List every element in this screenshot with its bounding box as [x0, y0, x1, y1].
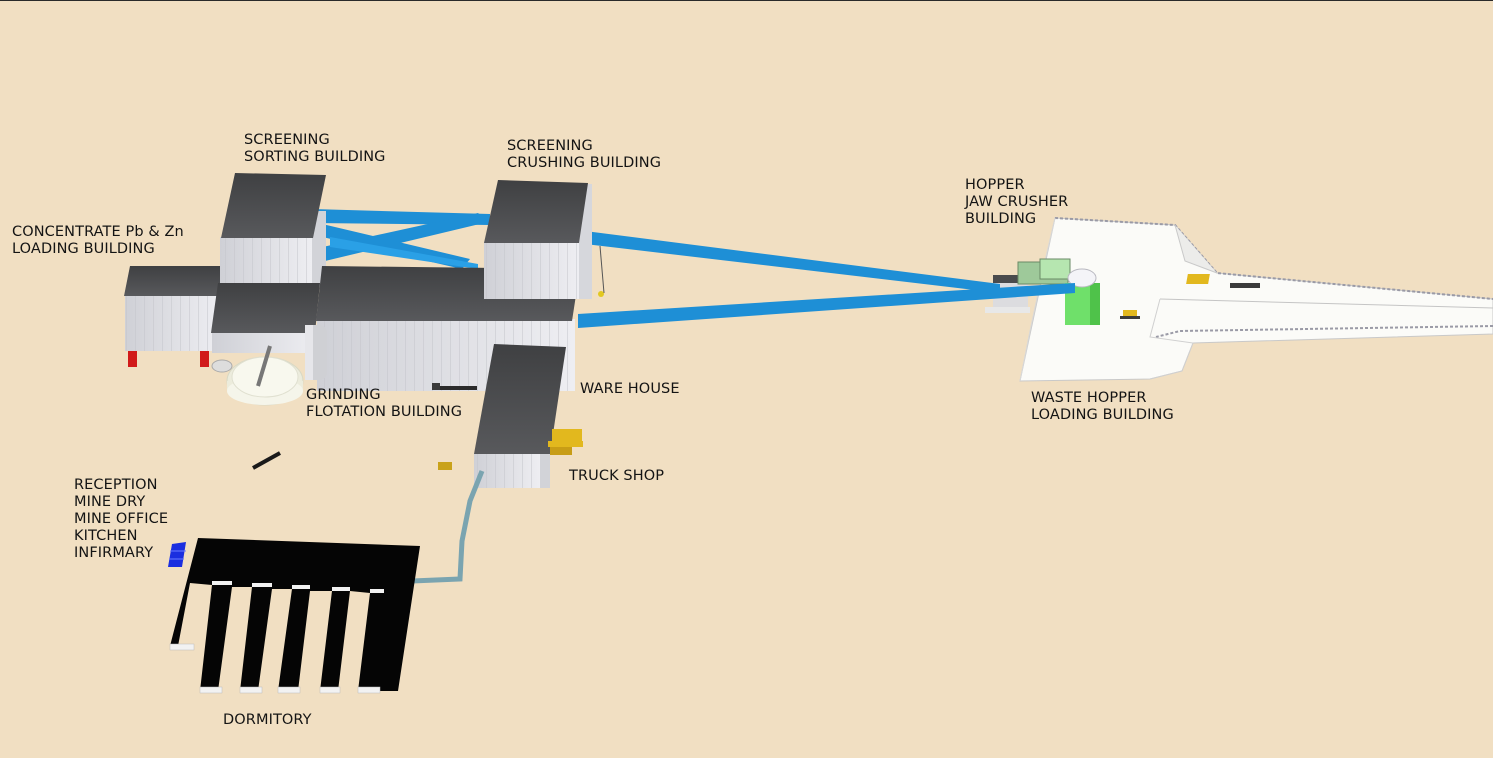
conveyors — [312, 209, 1075, 328]
label-line: RECEPTION — [74, 477, 158, 493]
flatbed-truck — [432, 383, 477, 390]
label-line: BUILDING — [965, 211, 1037, 227]
label-line: TRUCK SHOP — [569, 468, 665, 484]
label-line: MINE OFFICE — [74, 511, 169, 527]
screening-crushing-building — [484, 180, 605, 299]
label-line: SCREENING — [244, 132, 330, 148]
waste-hopper-pad — [1019, 217, 1493, 382]
thickener-tank — [211, 345, 304, 406]
label-screening-crushing: SCREENING CRUSHING BUILDING — [507, 138, 661, 172]
label-line: WASTE HOPPER — [1031, 390, 1147, 406]
label-line: LOADING BUILDING — [12, 241, 155, 257]
label-line: SCREENING — [507, 138, 593, 154]
label-line: KITCHEN — [74, 528, 138, 544]
label-line: GRINDING — [306, 387, 381, 403]
label-reception: RECEPTION MINE DRY MINE OFFICE KITCHEN I… — [74, 477, 168, 562]
haul-truck — [1186, 274, 1260, 288]
label-truck-shop: TRUCK SHOP — [569, 468, 664, 485]
concentrate-loading-building — [124, 266, 225, 351]
label-dormitory: DORMITORY — [223, 712, 312, 729]
label-waste-hopper: WASTE HOPPER LOADING BUILDING — [1031, 390, 1174, 424]
label-line: LOADING BUILDING — [1031, 407, 1174, 423]
label-line: WARE HOUSE — [580, 381, 680, 397]
label-line: MINE DRY — [74, 494, 146, 510]
loader — [1120, 310, 1140, 319]
label-screening-sorting: SCREENING SORTING BUILDING — [244, 132, 386, 166]
covered-walkway — [411, 470, 485, 584]
label-line: JAW CRUSHER — [965, 194, 1069, 210]
conveyor-piece — [252, 451, 281, 470]
screening-sorting-building — [220, 173, 326, 287]
label-grinding-flotation: GRINDING FLOTATION BUILDING — [306, 387, 462, 421]
label-line: CRUSHING BUILDING — [507, 155, 662, 171]
label-line: DORMITORY — [223, 712, 312, 728]
reception-building — [168, 542, 186, 567]
dormitory-building — [169, 538, 420, 694]
label-concentrate: CONCENTRATE Pb & Zn LOADING BUILDING — [12, 224, 184, 258]
label-line: HOPPER — [965, 177, 1025, 193]
label-line: SORTING BUILDING — [244, 149, 386, 165]
label-line: FLOTATION BUILDING — [306, 404, 463, 420]
label-line: INFIRMARY — [74, 545, 154, 561]
label-warehouse: WARE HOUSE — [580, 381, 680, 398]
dump-trucks — [438, 429, 583, 470]
silo — [305, 325, 327, 380]
label-line: CONCENTRATE Pb & Zn — [12, 224, 184, 240]
warehouse-building — [474, 344, 566, 488]
red-loaders — [128, 351, 209, 367]
label-hopper-jaw-crusher: HOPPER JAW CRUSHER BUILDING — [965, 177, 1068, 228]
